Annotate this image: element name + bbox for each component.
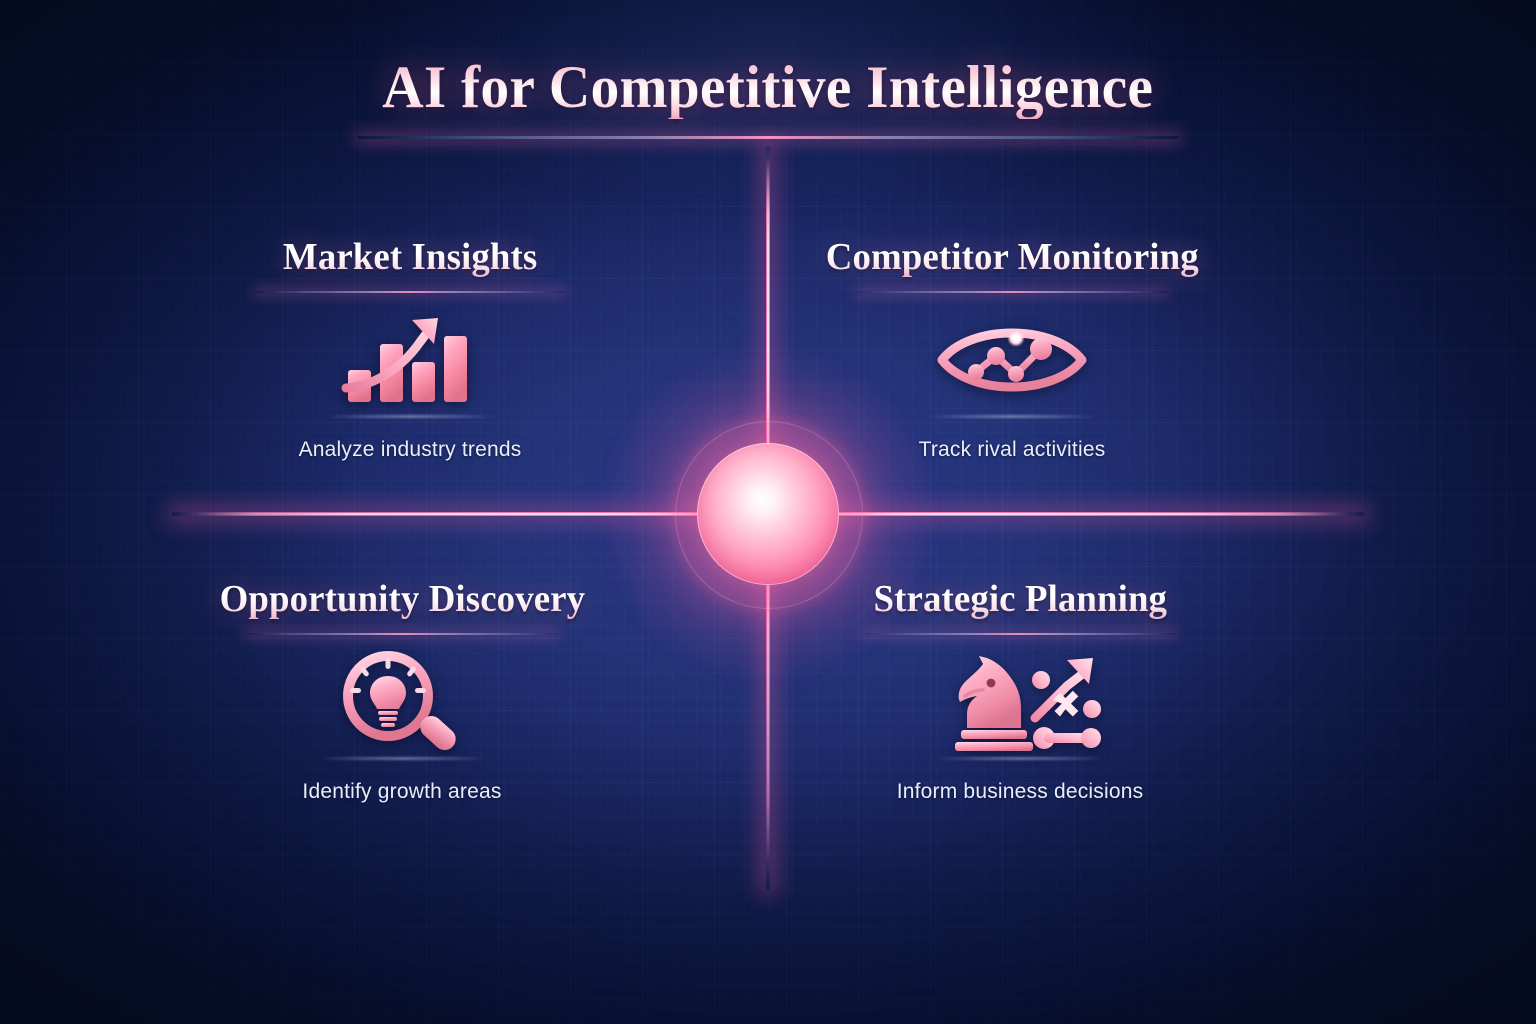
quadrant-heading: Competitor Monitoring <box>825 236 1199 278</box>
quadrant-caption: Track rival activities <box>918 437 1106 461</box>
page-title: AI for Competitive Intelligence <box>382 54 1154 120</box>
quadrant-heading: Strategic Planning <box>873 578 1167 620</box>
icon-shelf <box>326 414 494 418</box>
quadrant-opportunity-discovery[interactable]: Opportunity Discovery <box>122 578 682 804</box>
quadrant-competitor-monitoring[interactable]: Competitor Monitoring <box>732 236 1292 462</box>
quadrant-strategic-planning[interactable]: Strategic Planning <box>740 578 1300 804</box>
eye-network-graph-icon <box>932 311 1092 409</box>
magnifier-lightbulb-icon <box>322 650 482 751</box>
icon-shelf <box>928 414 1096 418</box>
central-orb-ring <box>675 421 863 609</box>
quadrant-caption: Identify growth areas <box>302 779 502 803</box>
icon-shelf <box>936 756 1104 760</box>
quadrant-heading-underline <box>255 290 565 293</box>
quadrant-heading-underline <box>865 632 1175 635</box>
title-underline-divider <box>358 136 1178 139</box>
bar-chart-growth-arrow-icon <box>330 311 490 409</box>
quadrant-heading-underline <box>247 632 557 635</box>
central-ai-core-orb[interactable] <box>697 443 839 585</box>
quadrant-caption: Analyze industry trends <box>298 437 522 461</box>
quadrant-market-insights[interactable]: Market Insights <box>130 236 690 462</box>
title-block: AI for Competitive Intelligence <box>0 56 1536 119</box>
quadrant-heading: Opportunity Discovery <box>219 578 585 620</box>
quadrant-heading: Market Insights <box>282 236 538 278</box>
quadrant-caption: Inform business decisions <box>896 779 1144 803</box>
icon-shelf <box>318 756 486 760</box>
quadrant-heading-underline <box>857 290 1167 293</box>
chess-knight-strategy-icon <box>940 653 1101 751</box>
